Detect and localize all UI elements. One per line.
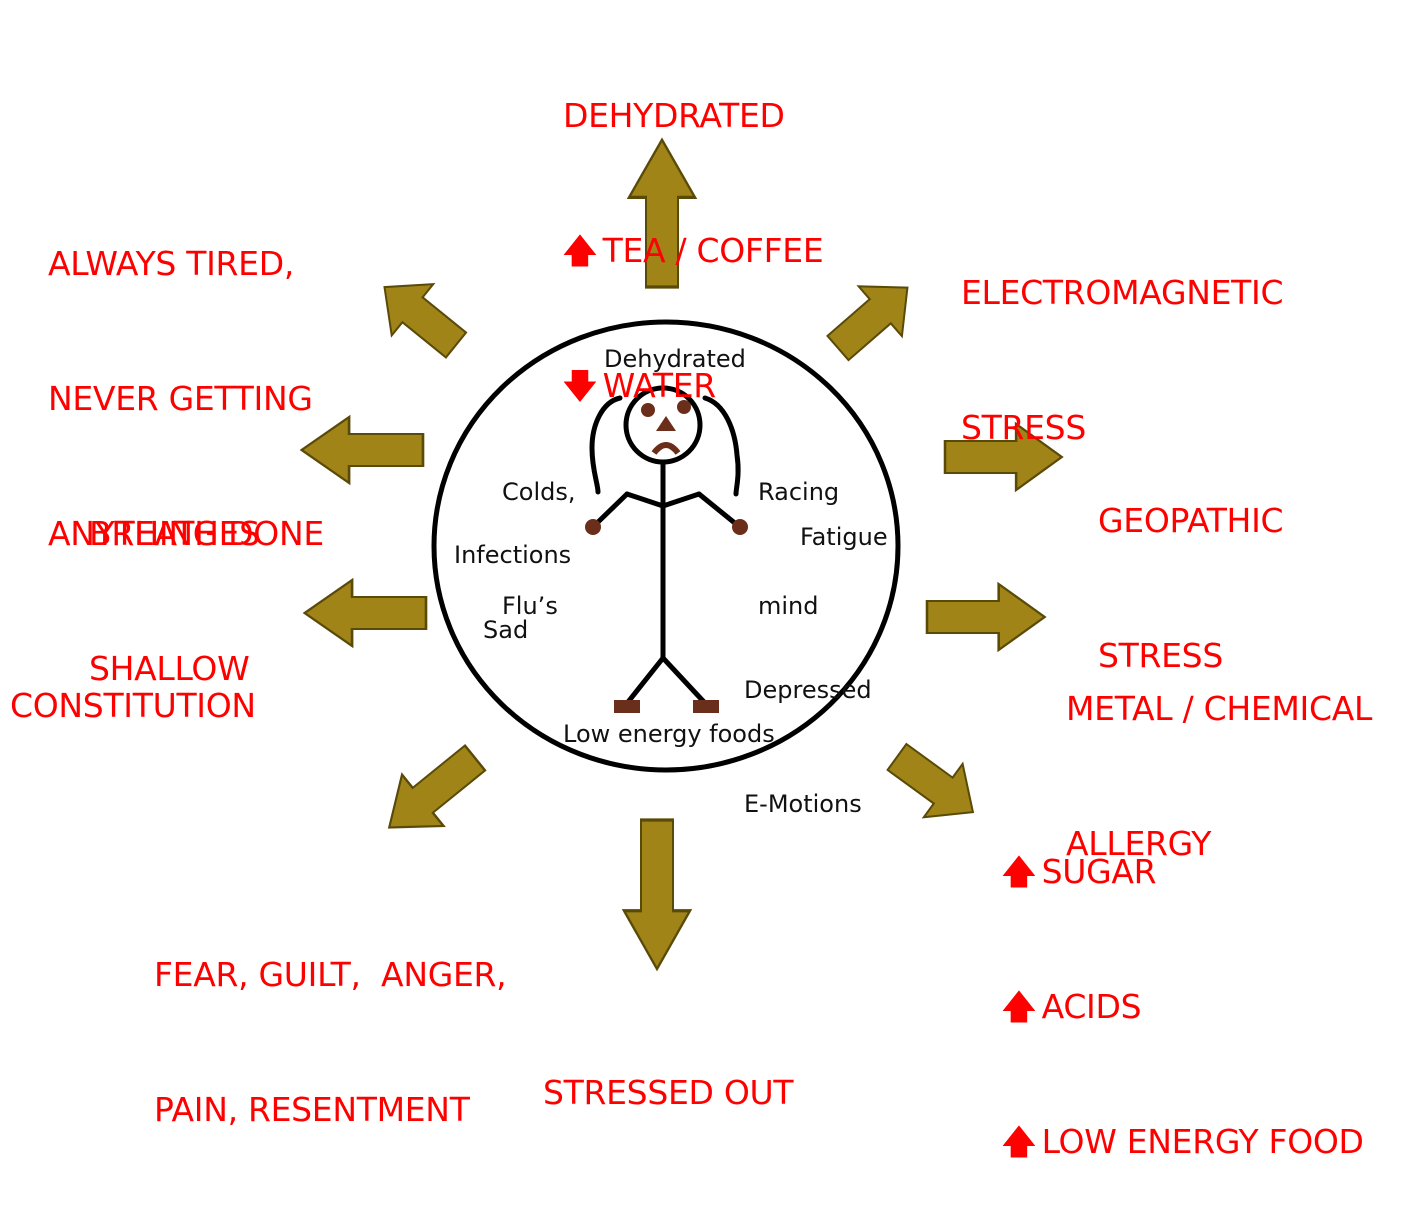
label-bottom-right-line2: 🡅ACIDS — [1002, 984, 1364, 1029]
label-left-upper-line1: BREATHES — [89, 511, 260, 556]
label-left-lower-line1: CONSTITUTION — [10, 683, 256, 728]
label-top: DEHYDRATED 🡅TEA / COFFEE 🡇WATER — [563, 3, 823, 453]
inner-sad: Sad — [483, 611, 528, 649]
label-bottom: STRESSED OUT — [543, 980, 793, 1160]
up-arrow-icon: 🡅 — [1002, 852, 1036, 891]
inner-infections: Infections — [454, 536, 571, 574]
left-foot — [614, 700, 640, 713]
arrow-up-right — [816, 263, 929, 373]
arrow-down — [624, 820, 690, 969]
label-top-line1: DEHYDRATED — [563, 93, 823, 138]
up-arrow-icon: 🡅 — [1002, 1122, 1036, 1161]
label-top-left-line1: ALWAYS TIRED, — [48, 241, 324, 286]
label-left-lower: CONSTITUTION — [10, 593, 256, 773]
label-top-line3: 🡇WATER — [563, 363, 823, 408]
label-bottom-right-line3: 🡅LOW ENERGY FOOD — [1002, 1119, 1364, 1164]
inner-fatigue: Fatigue — [800, 518, 888, 556]
inner-depressed-line1: Depressed — [744, 671, 872, 709]
label-top-left-line2: NEVER GETTING — [48, 376, 324, 421]
label-bottom-right: 🡅SUGAR 🡅ACIDS 🡅LOW ENERGY FOOD — [1002, 759, 1364, 1209]
inner-colds-line1: Colds, — [502, 473, 575, 511]
arrow-down-right — [878, 730, 993, 839]
inner-low-energy-foods: Low energy foods — [563, 715, 775, 753]
label-right-lower-line1: METAL / CHEMICAL — [1066, 686, 1372, 731]
up-arrow-icon: 🡅 — [563, 231, 597, 270]
up-arrow-icon: 🡅 — [1002, 987, 1036, 1026]
right-hand — [732, 519, 748, 535]
label-bottom-left-line1: FEAR, GUILT, ANGER, — [154, 952, 506, 997]
inner-racing-line1: Racing — [758, 473, 839, 511]
label-top-line2: 🡅TEA / COFFEE — [563, 228, 823, 273]
label-bottom-left-line2: PAIN, RESENTMENT — [154, 1087, 506, 1132]
left-hand — [585, 519, 601, 535]
label-bottom-line1: STRESSED OUT — [543, 1070, 793, 1115]
arrow-right-lower — [927, 584, 1045, 650]
inner-depressed-line2: E-Motions — [744, 785, 872, 823]
down-arrow-icon: 🡇 — [563, 366, 597, 405]
label-bottom-left: FEAR, GUILT, ANGER, PAIN, RESENTMENT — [154, 862, 506, 1177]
label-top-right-line1: ELECTROMAGNETIC — [961, 270, 1283, 315]
label-bottom-right-line1: 🡅SUGAR — [1002, 849, 1364, 894]
arrow-down-left — [368, 732, 495, 853]
arrow-up-left — [364, 261, 477, 370]
right-foot — [693, 700, 719, 713]
label-right-upper-line1: GEOPATHIC — [1098, 498, 1283, 543]
